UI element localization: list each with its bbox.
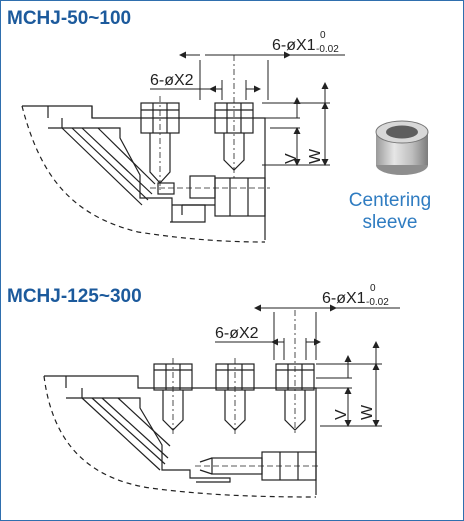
inner-profile [47, 106, 206, 223]
drawing-section-1 [21, 51, 345, 243]
jaw-hatching [61, 127, 156, 206]
x1-tol-lower-1: -0.02 [316, 44, 339, 55]
pin-detail-2 [195, 451, 320, 481]
dimension-lines-2 [215, 304, 400, 427]
v-label-1: V [283, 153, 300, 164]
x1-label-2: 6-øX1 [322, 290, 366, 307]
caption-line-1: Centering [348, 190, 432, 211]
body-dashed-curve [21, 105, 266, 243]
screw-4 [215, 358, 255, 436]
centering-sleeve-caption: Centering sleeve [330, 190, 450, 234]
x2-label-1: 6-øX2 [150, 72, 194, 89]
dimension-labels-1: 6-øX1 0 -0.02 6-øX2 V W [150, 30, 339, 164]
inner-profile-2 [65, 376, 231, 483]
w-label-1: W [307, 148, 324, 164]
dimension-lines-1 [150, 51, 345, 166]
caption-line-2: sleeve [362, 212, 418, 233]
screw-1 [140, 96, 180, 190]
section-title-mchj-50-100: MCHJ-50~100 [7, 8, 132, 29]
x2-label-2: 6-øX2 [215, 325, 259, 342]
w-label-2: W [359, 404, 376, 420]
screw-5 [275, 310, 315, 436]
screw-3 [153, 358, 193, 436]
drawing-section-2 [43, 304, 400, 498]
section-title-mchj-125-300: MCHJ-125~300 [7, 286, 142, 307]
dimension-labels-2: 6-øX1 0 -0.02 6-øX2 V W [215, 283, 389, 420]
x1-tol-upper-1: 0 [320, 30, 326, 41]
body-dashed-curve-2 [43, 375, 317, 498]
x1-tol-upper-2: 0 [370, 283, 376, 294]
pin-detail-1 [150, 175, 270, 217]
centering-sleeve-icon [375, 120, 429, 175]
body-outline-2 [44, 375, 317, 495]
v-label-2: V [333, 409, 350, 420]
x1-label-1: 6-øX1 [272, 37, 316, 54]
x1-tol-lower-2: -0.02 [366, 297, 389, 308]
jaw-hatching-2 [81, 397, 171, 471]
screw-2 [214, 55, 254, 178]
